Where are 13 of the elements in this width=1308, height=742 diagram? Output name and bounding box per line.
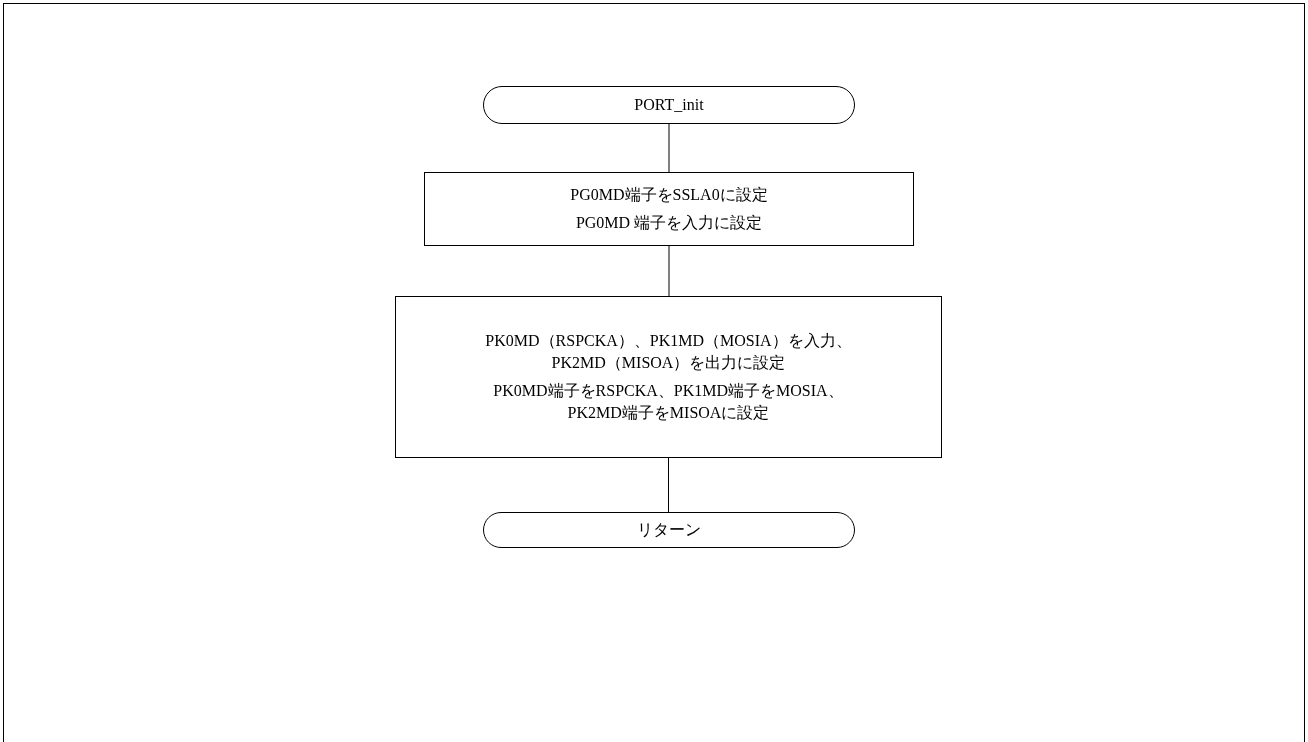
step-text: PK0MD端子をRSPCKA、PK1MD端子をMOSIA、PK2MD端子をMISOAに設定 <box>492 381 845 423</box>
process-box <box>424 172 914 246</box>
connector-line <box>668 123 670 173</box>
connector-line <box>668 245 670 297</box>
connector-line <box>668 457 669 513</box>
process-box <box>395 296 942 458</box>
terminal-shape <box>483 512 855 548</box>
step-text: PG0MD端子をSSLA0に設定 <box>570 185 768 205</box>
step-text: PK0MD（RSPCKA）、PK1MD（MOSIA）を入力、PK2MD（MISOA）を出力に設定 <box>484 331 853 373</box>
step-text: PG0MD 端子を入力に設定 <box>575 213 763 233</box>
terminal-shape <box>483 86 855 124</box>
step-text: リターン <box>637 520 701 540</box>
step-text: PORT_init <box>634 95 704 115</box>
